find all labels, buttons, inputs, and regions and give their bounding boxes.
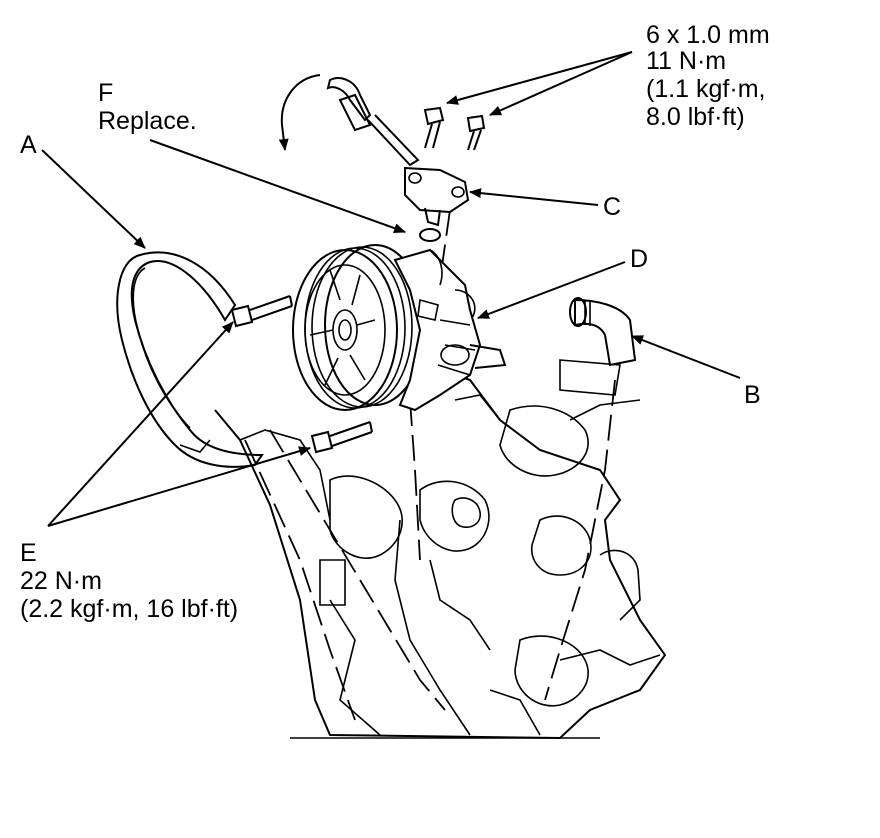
drive-belt xyxy=(116,251,264,468)
inlet-hose xyxy=(569,297,637,367)
rotation-arrow xyxy=(278,74,321,151)
label-b: B xyxy=(744,381,761,409)
label-c: C xyxy=(603,193,622,221)
label-f-note: Replace. xyxy=(98,107,197,135)
bolt-spec-torque-alt-2: 8.0 lbf·ft) xyxy=(646,103,745,131)
label-d: D xyxy=(630,245,649,273)
pump-pulley xyxy=(292,244,426,411)
label-a: A xyxy=(20,131,37,159)
bolts xyxy=(230,106,486,454)
bolt-spec-size: 6 x 1.0 mm xyxy=(646,21,770,49)
pressure-hose xyxy=(326,77,470,242)
label-e-torque: 22 N·m xyxy=(20,567,102,595)
alignment-guides xyxy=(244,209,616,721)
label-f-letter: F xyxy=(98,79,114,107)
label-e-letter: E xyxy=(20,539,37,567)
pump-body xyxy=(393,248,507,412)
leader-lines xyxy=(41,51,741,527)
engine-block xyxy=(214,359,667,740)
bolt-spec-torque: 11 N·m xyxy=(646,47,727,75)
label-e-torque-alt: (2.2 kgf·m, 16 lbf·ft) xyxy=(20,595,239,623)
bolt-spec-torque-alt-1: (1.1 kgf·m, xyxy=(646,75,766,103)
